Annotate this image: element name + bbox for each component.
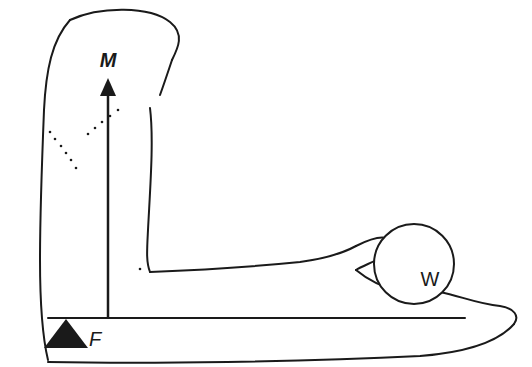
force-label: F bbox=[89, 328, 101, 351]
ball-circle: W bbox=[372, 222, 456, 306]
fulcrum-triangle bbox=[44, 319, 88, 348]
force-label: M bbox=[100, 49, 117, 72]
ball-outline bbox=[372, 222, 456, 306]
weight-label: W bbox=[421, 268, 440, 291]
force-arrow bbox=[107, 92, 110, 318]
arrow-head bbox=[100, 78, 116, 96]
